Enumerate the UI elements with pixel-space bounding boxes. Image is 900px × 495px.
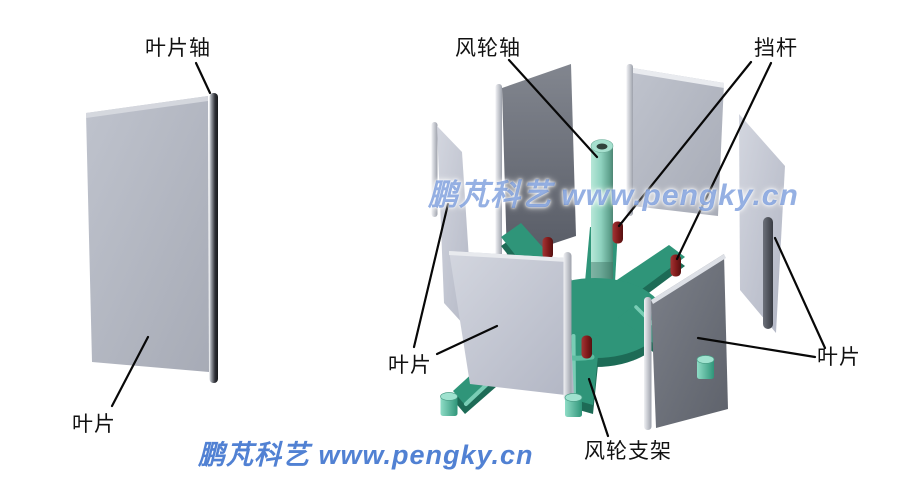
- label-rotor-axis: 风轮轴: [455, 37, 521, 60]
- blade-front-right: [651, 254, 728, 428]
- support-arm-caps: [440, 355, 715, 417]
- label-rotor-support: 风轮支架: [584, 440, 672, 463]
- stop-rod: [670, 254, 681, 277]
- right-figure-rotor-assembly: [431, 64, 785, 430]
- leader-stop-rod-2: [675, 61, 773, 261]
- leader-rotor-support: [587, 377, 610, 438]
- watermark-center: 鹏芃科艺 www.pengky.cn: [428, 179, 799, 212]
- leader-blade-left-figure: [110, 335, 150, 408]
- label-blade-assembly-right: 叶片: [817, 346, 861, 369]
- blade-far-right: [739, 114, 785, 333]
- label-stop-rod: 挡杆: [754, 37, 798, 60]
- label-blade-left-figure: 叶片: [72, 413, 116, 436]
- stop-rod: [542, 237, 553, 259]
- blade-plate: [86, 96, 209, 372]
- leader-blade-left-1: [412, 202, 450, 349]
- leader-rotor-axis: [507, 58, 599, 159]
- leader-stop-rod-1: [617, 60, 753, 228]
- blade-front-left: [449, 251, 574, 396]
- label-blade-assembly-left: 叶片: [388, 354, 432, 377]
- left-figure-blade-assembly: [86, 93, 218, 383]
- watermark-bottom: 鹏芃科艺 www.pengky.cn: [198, 440, 534, 470]
- blade-edge-rod: [495, 84, 502, 262]
- rotor-shaft-bore: [596, 143, 608, 150]
- leader-blade-axis: [194, 61, 212, 95]
- label-blade-axis: 叶片轴: [145, 37, 211, 60]
- blade-front-right-top-edge: [651, 254, 726, 304]
- support-cap: [564, 393, 583, 417]
- stop-rod: [612, 221, 623, 244]
- blade-front-left-top-edge: [449, 251, 567, 262]
- leader-blade-right-2: [696, 336, 817, 359]
- support-cap: [440, 392, 458, 416]
- stop-rod: [581, 335, 592, 359]
- blade-back-right-top-edge: [633, 68, 724, 88]
- blade-edge-rod: [626, 64, 633, 216]
- blade-plate-top-edge: [86, 96, 208, 118]
- support-cap: [696, 355, 715, 379]
- blade-axis-rod: [209, 93, 218, 383]
- leader-blade-left-2: [435, 324, 499, 356]
- blade-edge-rod: [644, 297, 652, 430]
- stop-rods: [542, 221, 681, 359]
- blade-edge-rod: [563, 252, 572, 401]
- blade-edge-rod: [431, 122, 438, 217]
- blade-edge-rod-dark: [763, 217, 773, 329]
- leader-lines: [110, 58, 827, 438]
- leader-blade-right-1: [773, 236, 827, 350]
